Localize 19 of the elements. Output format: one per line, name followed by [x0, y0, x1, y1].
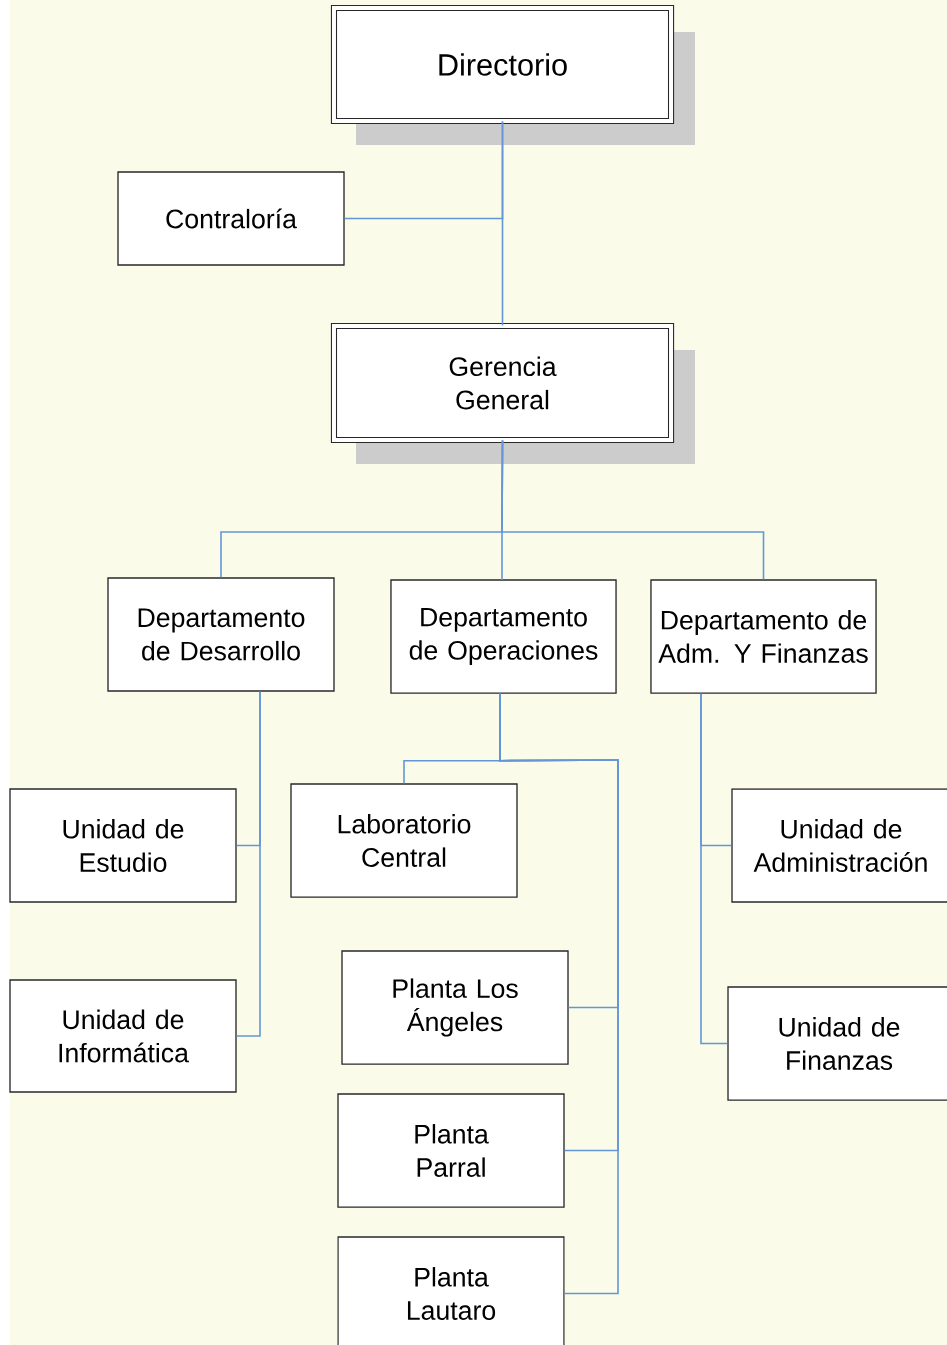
- org-box: Planta Los Ángeles: [341, 950, 569, 1065]
- connector-line: [235, 690, 261, 1037]
- org-box: Planta Parral: [337, 1093, 565, 1208]
- org-box: Unidad de Finanzas: [727, 986, 947, 1101]
- org-box: Unidad de Informática: [9, 979, 237, 1093]
- org-box: Unidad de Estudio: [9, 788, 237, 903]
- connector-line: [499, 692, 619, 1295]
- org-box: Planta Lautaro: [337, 1236, 565, 1345]
- org-box: Unidad de Administración: [731, 788, 947, 903]
- org-box: Departamento de Adm. Y Finanzas: [650, 579, 877, 694]
- org-box: Departamento de Desarrollo: [107, 577, 335, 692]
- connector-line: [700, 692, 729, 1045]
- connector-line: [501, 439, 765, 581]
- org-box: Departamento de Operaciones: [390, 579, 617, 694]
- org-box: Gerencia General: [330, 322, 695, 464]
- connector-line: [343, 120, 504, 220]
- org-box: Laboratorio Central: [290, 783, 518, 898]
- org-box: Directorio: [330, 4, 695, 145]
- org-box: Contraloría: [117, 171, 345, 266]
